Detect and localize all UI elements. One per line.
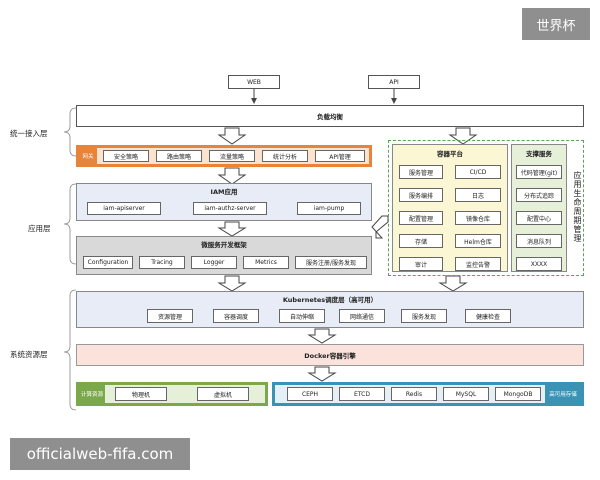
container-item: Helm仓库 (455, 234, 501, 248)
layer-label-app: 应用层 (28, 224, 51, 233)
storage-item: Redis (391, 387, 437, 401)
k8s-item: 服务发现 (401, 309, 447, 323)
gateway-item: 安全策略 (103, 150, 149, 162)
k8s-item: 网络通信 (339, 309, 385, 323)
docker-engine: Docker容器引擎 (76, 344, 584, 366)
container-item: 配置管理 (399, 211, 443, 225)
support-item: 代码管理(git) (516, 165, 562, 179)
micro-item: Tracing (139, 256, 185, 269)
storage-item: ETCD (339, 387, 385, 401)
support-title: 支撑服务 (526, 150, 552, 158)
container-item: 镜像仓库 (455, 211, 501, 225)
storage-panel: CEPH ETCD Redis MySQL MongoDB 高可用存储 (272, 382, 584, 406)
gateway-item: 路由策略 (156, 150, 202, 162)
k8s-item: 资源管理 (147, 309, 193, 323)
load-balancer: 负载均衡 (76, 105, 584, 127)
micro-item: Configuration (83, 256, 133, 269)
support-item: 配置中心 (516, 211, 562, 225)
gateway-panel: 网关 安全策略 路由策略 流量策略 统计分析 API管理 (76, 145, 372, 167)
k8s-title: Kubernetes调度层（高可用） (282, 296, 378, 304)
iam-item: iam-apiserver (87, 202, 161, 215)
support-item: 分布式追踪 (516, 188, 562, 202)
compute-panel: 计算资源 物理机 虚拟机 (76, 382, 268, 406)
watermark-bottom: officialweb-fifa.com (10, 438, 190, 470)
k8s-item: 容器调度 (213, 309, 259, 323)
layer-label-unified: 统一接入层 (10, 129, 48, 138)
watermark-top: 世界杯 (522, 8, 590, 40)
api-node: API (368, 75, 420, 89)
layer-label-system: 系统资源层 (10, 350, 48, 359)
micro-item: Metrics (243, 256, 289, 269)
micro-panel: 微服务开发框架 Configuration Tracing Logger Met… (76, 236, 372, 275)
support-item: 消息队列 (516, 234, 562, 248)
iam-title: IAM应用 (210, 188, 238, 196)
k8s-panel: Kubernetes调度层（高可用） 资源管理 容器调度 自动伸缩 网络通信 服… (76, 291, 584, 328)
container-item: 审计 (399, 257, 443, 271)
gateway-item: API管理 (315, 150, 365, 162)
container-item: 存储 (399, 234, 443, 248)
lifecycle-panel: 容器平台 服务管理 服务编排 配置管理 存储 审计 CI/CD 日志 镜像仓库 … (388, 140, 584, 276)
gateway-item: 统计分析 (262, 150, 308, 162)
gateway-item: 流量策略 (209, 150, 255, 162)
container-item: 监控告警 (455, 257, 501, 271)
lifecycle-label: 应用生命周期管理 (573, 171, 582, 243)
container-item: 服务管理 (399, 165, 443, 179)
storage-label: 高可用存储 (545, 385, 581, 403)
storage-item: CEPH (287, 387, 333, 401)
container-item: CI/CD (455, 165, 501, 179)
storage-item: MongoDB (495, 387, 541, 401)
container-platform-title: 容器平台 (437, 150, 463, 158)
storage-item: MySQL (443, 387, 489, 401)
container-platform: 容器平台 服务管理 服务编排 配置管理 存储 审计 CI/CD 日志 镜像仓库 … (392, 144, 508, 272)
support-item: XXXX (516, 257, 562, 271)
k8s-item: 自动伸缩 (279, 309, 325, 323)
micro-item: Logger (191, 256, 237, 269)
micro-title: 微服务开发框架 (201, 241, 247, 249)
k8s-item: 健康检查 (465, 309, 511, 323)
compute-item: 虚拟机 (197, 387, 249, 401)
iam-item: iam-pump (297, 202, 361, 215)
compute-item: 物理机 (115, 387, 167, 401)
iam-panel: IAM应用 iam-apiserver iam-authz-server iam… (76, 183, 372, 221)
container-item: 日志 (455, 188, 501, 202)
iam-item: iam-authz-server (193, 202, 267, 215)
container-item: 服务编排 (399, 188, 443, 202)
compute-label: 计算资源 (79, 385, 105, 403)
support-services: 支撑服务 代码管理(git) 分布式追踪 配置中心 消息队列 XXXX (511, 144, 567, 272)
gateway-label: 网关 (79, 148, 97, 164)
micro-item: 服务注册/服务发现 (295, 256, 367, 269)
web-node: WEB (228, 75, 280, 89)
